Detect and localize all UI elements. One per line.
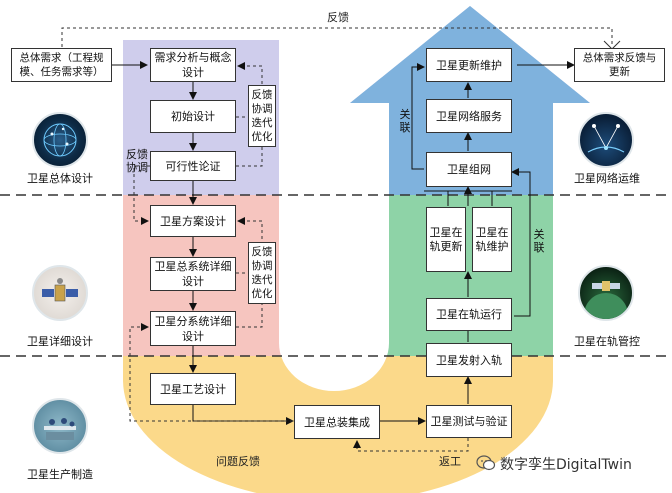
- launch-box: 卫星发射入轨: [426, 343, 512, 377]
- scheme-design-box: 卫星方案设计: [150, 205, 236, 237]
- stage-overall-design: 卫星总体设计: [27, 172, 93, 185]
- test-verify-box: 卫星测试与验证: [426, 405, 512, 438]
- top-feedback-line: [61, 27, 613, 47]
- relate-label-1: 关联: [399, 108, 411, 134]
- wechat-icon: [476, 453, 496, 473]
- assembly-box: 卫星总装集成: [294, 405, 380, 439]
- req-analysis-box: 需求分析与概念设计: [150, 48, 236, 82]
- relate-label-2: 关联: [533, 228, 545, 254]
- feasibility-box: 可行性论证: [150, 151, 236, 181]
- problem-feedback-label: 问题反馈: [216, 455, 260, 468]
- feedback-iterate-box-2: 反馈协调迭代优化: [248, 242, 276, 304]
- feedback-coord-label: 反馈协调: [126, 148, 148, 174]
- update-maint-box: 卫星更新维护: [426, 48, 512, 82]
- overall-need-box: 总体需求（工程规模、任务需求等）: [11, 48, 112, 82]
- process-design-box: 卫星工艺设计: [150, 373, 236, 405]
- globe-network-icon: [32, 112, 88, 168]
- stage-orbit-control: 卫星在轨管控: [574, 335, 640, 348]
- net-service-box: 卫星网络服务: [426, 99, 512, 133]
- in-orbit-maint-box: 卫星在轨维护: [472, 207, 512, 272]
- sys-detail-box: 卫星总系统详细设计: [150, 257, 236, 291]
- stage-detail-design: 卫星详细设计: [27, 335, 93, 348]
- rework-label: 返工: [439, 455, 461, 468]
- need-feedback-box: 总体需求反馈与更新: [574, 48, 665, 82]
- in-orbit-update-box: 卫星在轨更新: [426, 207, 466, 272]
- satellite-network-icon: [578, 112, 634, 168]
- top-feedback-label: 反馈: [327, 11, 349, 24]
- in-orbit-run-box: 卫星在轨运行: [426, 298, 512, 331]
- watermark-text: 数字孪生DigitalTwin: [500, 457, 632, 473]
- initial-design-box: 初始设计: [150, 100, 236, 133]
- stage-production: 卫星生产制造: [27, 468, 93, 481]
- stage-network-ops: 卫星网络运维: [574, 172, 640, 185]
- subsys-detail-box: 卫星分系统详细设计: [150, 311, 236, 346]
- feedback-iterate-box-1: 反馈协调迭代优化: [248, 85, 276, 147]
- factory-workers-icon: [32, 398, 88, 454]
- networking-box: 卫星组网: [426, 152, 512, 187]
- satellite-assembly-icon: [32, 265, 88, 321]
- satellite-orbit-icon: [578, 265, 634, 321]
